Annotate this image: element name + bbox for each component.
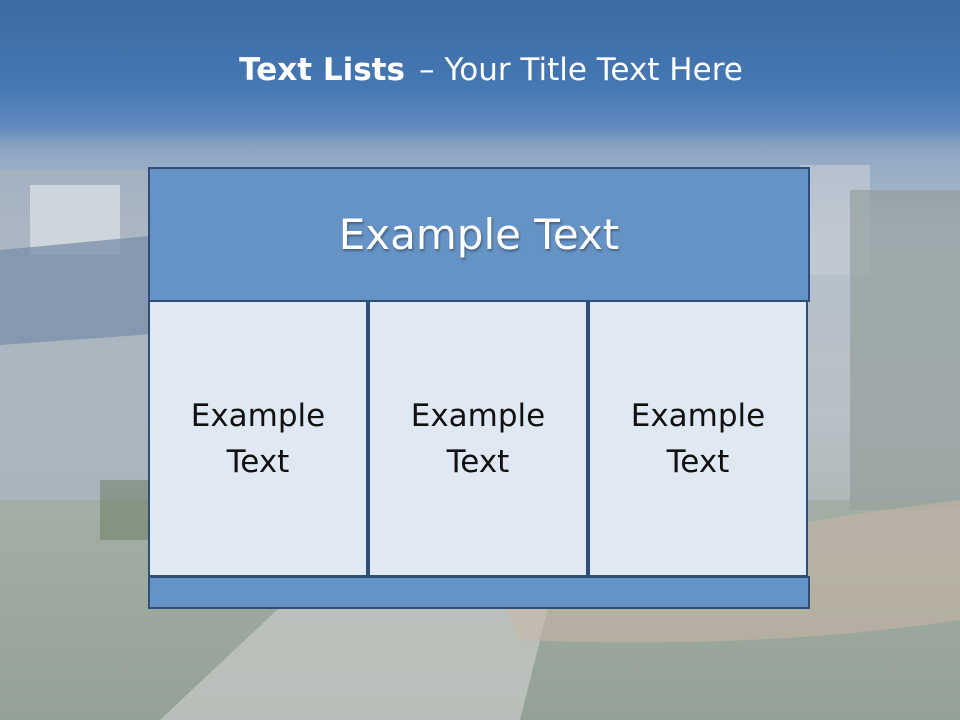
column-cell-2[interactable]: Example Text (368, 300, 588, 577)
table-header-cell[interactable]: Example Text (148, 167, 810, 302)
table-footer-bar (148, 576, 810, 609)
column-cell-3[interactable]: Example Text (588, 300, 808, 577)
column-text-2: Example Text (410, 397, 546, 480)
column-text-3: Example Text (630, 397, 766, 480)
column-cell-1[interactable]: Example Text (148, 300, 368, 577)
title-band (0, 0, 960, 140)
table-header-text: Example Text (338, 210, 620, 259)
title-separator: – (418, 52, 435, 88)
column-text-1: Example Text (190, 397, 326, 480)
slide-title: Text Lists–Your Title Text Here (0, 52, 960, 88)
title-text: Your Title Text Here (444, 52, 743, 88)
text-list-table: Example Text Example Text Example Text E… (148, 167, 810, 609)
title-bold: Text Lists (239, 52, 405, 88)
